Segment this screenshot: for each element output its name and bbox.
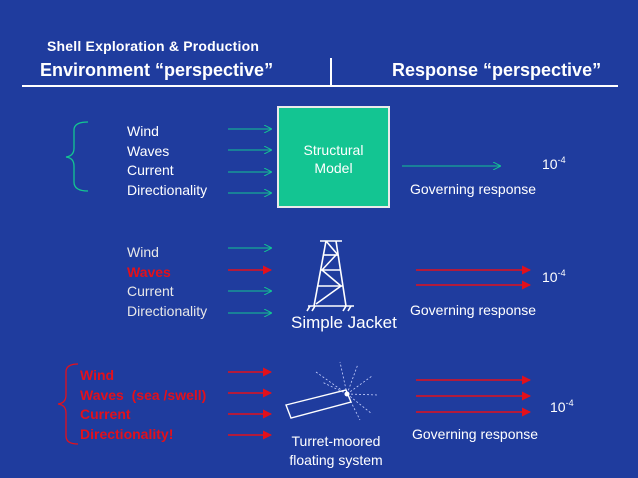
row1-response: Governing response <box>410 181 537 197</box>
row3-exponent: 10-4 <box>550 398 574 415</box>
row3-label-directionality: Directionality! <box>80 425 174 442</box>
row2-label-waves: Waves <box>127 263 171 280</box>
simple-jacket-icon <box>306 240 354 312</box>
row2-exp-base: 10 <box>542 269 558 285</box>
header-rule <box>22 85 618 87</box>
structural-model-box: Structural Model <box>277 106 390 208</box>
row3-response: Governing response <box>412 426 539 442</box>
row3-brace <box>57 363 79 445</box>
row2-labels: Wind Waves Current Directionality <box>127 243 207 321</box>
simple-jacket-label: Simple Jacket <box>291 313 397 332</box>
row1-exponent: 10-4 <box>542 155 566 172</box>
turret-moored-icon <box>285 361 379 421</box>
row3-exp-base: 10 <box>550 399 566 415</box>
box-label-line2: Model <box>314 160 353 176</box>
row2-label-current: Current <box>127 283 174 299</box>
row3-exp-power: -4 <box>565 398 574 408</box>
row3-label-wind: Wind <box>80 367 115 383</box>
row2-exponent: 10-4 <box>542 268 566 285</box>
row2-label-wind: Wind <box>127 244 159 260</box>
row1-exp-base: 10 <box>542 156 558 172</box>
box-label-line1: Structural <box>303 142 364 158</box>
row2-label-directionality: Directionality <box>127 302 208 319</box>
row1-label-waves: Waves <box>127 142 170 159</box>
row3-label-waves: Waves (sea /swell) <box>80 386 207 403</box>
row1-label-current: Current <box>127 162 174 178</box>
row3-label-current: Current <box>80 406 131 422</box>
row1-labels: Wind Waves Current Directionality <box>127 122 207 200</box>
row2-exp-power: -4 <box>557 268 566 278</box>
environment-heading: Environment “perspective” <box>40 60 274 80</box>
row1-label-directionality: Directionality <box>127 181 208 198</box>
header-divider <box>330 58 332 87</box>
row1-label-wind: Wind <box>127 123 159 139</box>
row1-exp-power: -4 <box>557 155 566 165</box>
turret-caption-line2: floating system <box>289 452 383 468</box>
row3-labels: Wind Waves (sea /swell) Current Directio… <box>80 366 206 444</box>
row1-brace <box>65 121 89 192</box>
turret-caption: Turret-moored floating system <box>286 432 386 470</box>
response-heading: Response “perspective” <box>392 60 602 80</box>
row2-response: Governing response <box>410 302 537 318</box>
turret-caption-line1: Turret-moored <box>291 433 381 449</box>
brand-label: Shell Exploration & Production <box>47 38 260 54</box>
